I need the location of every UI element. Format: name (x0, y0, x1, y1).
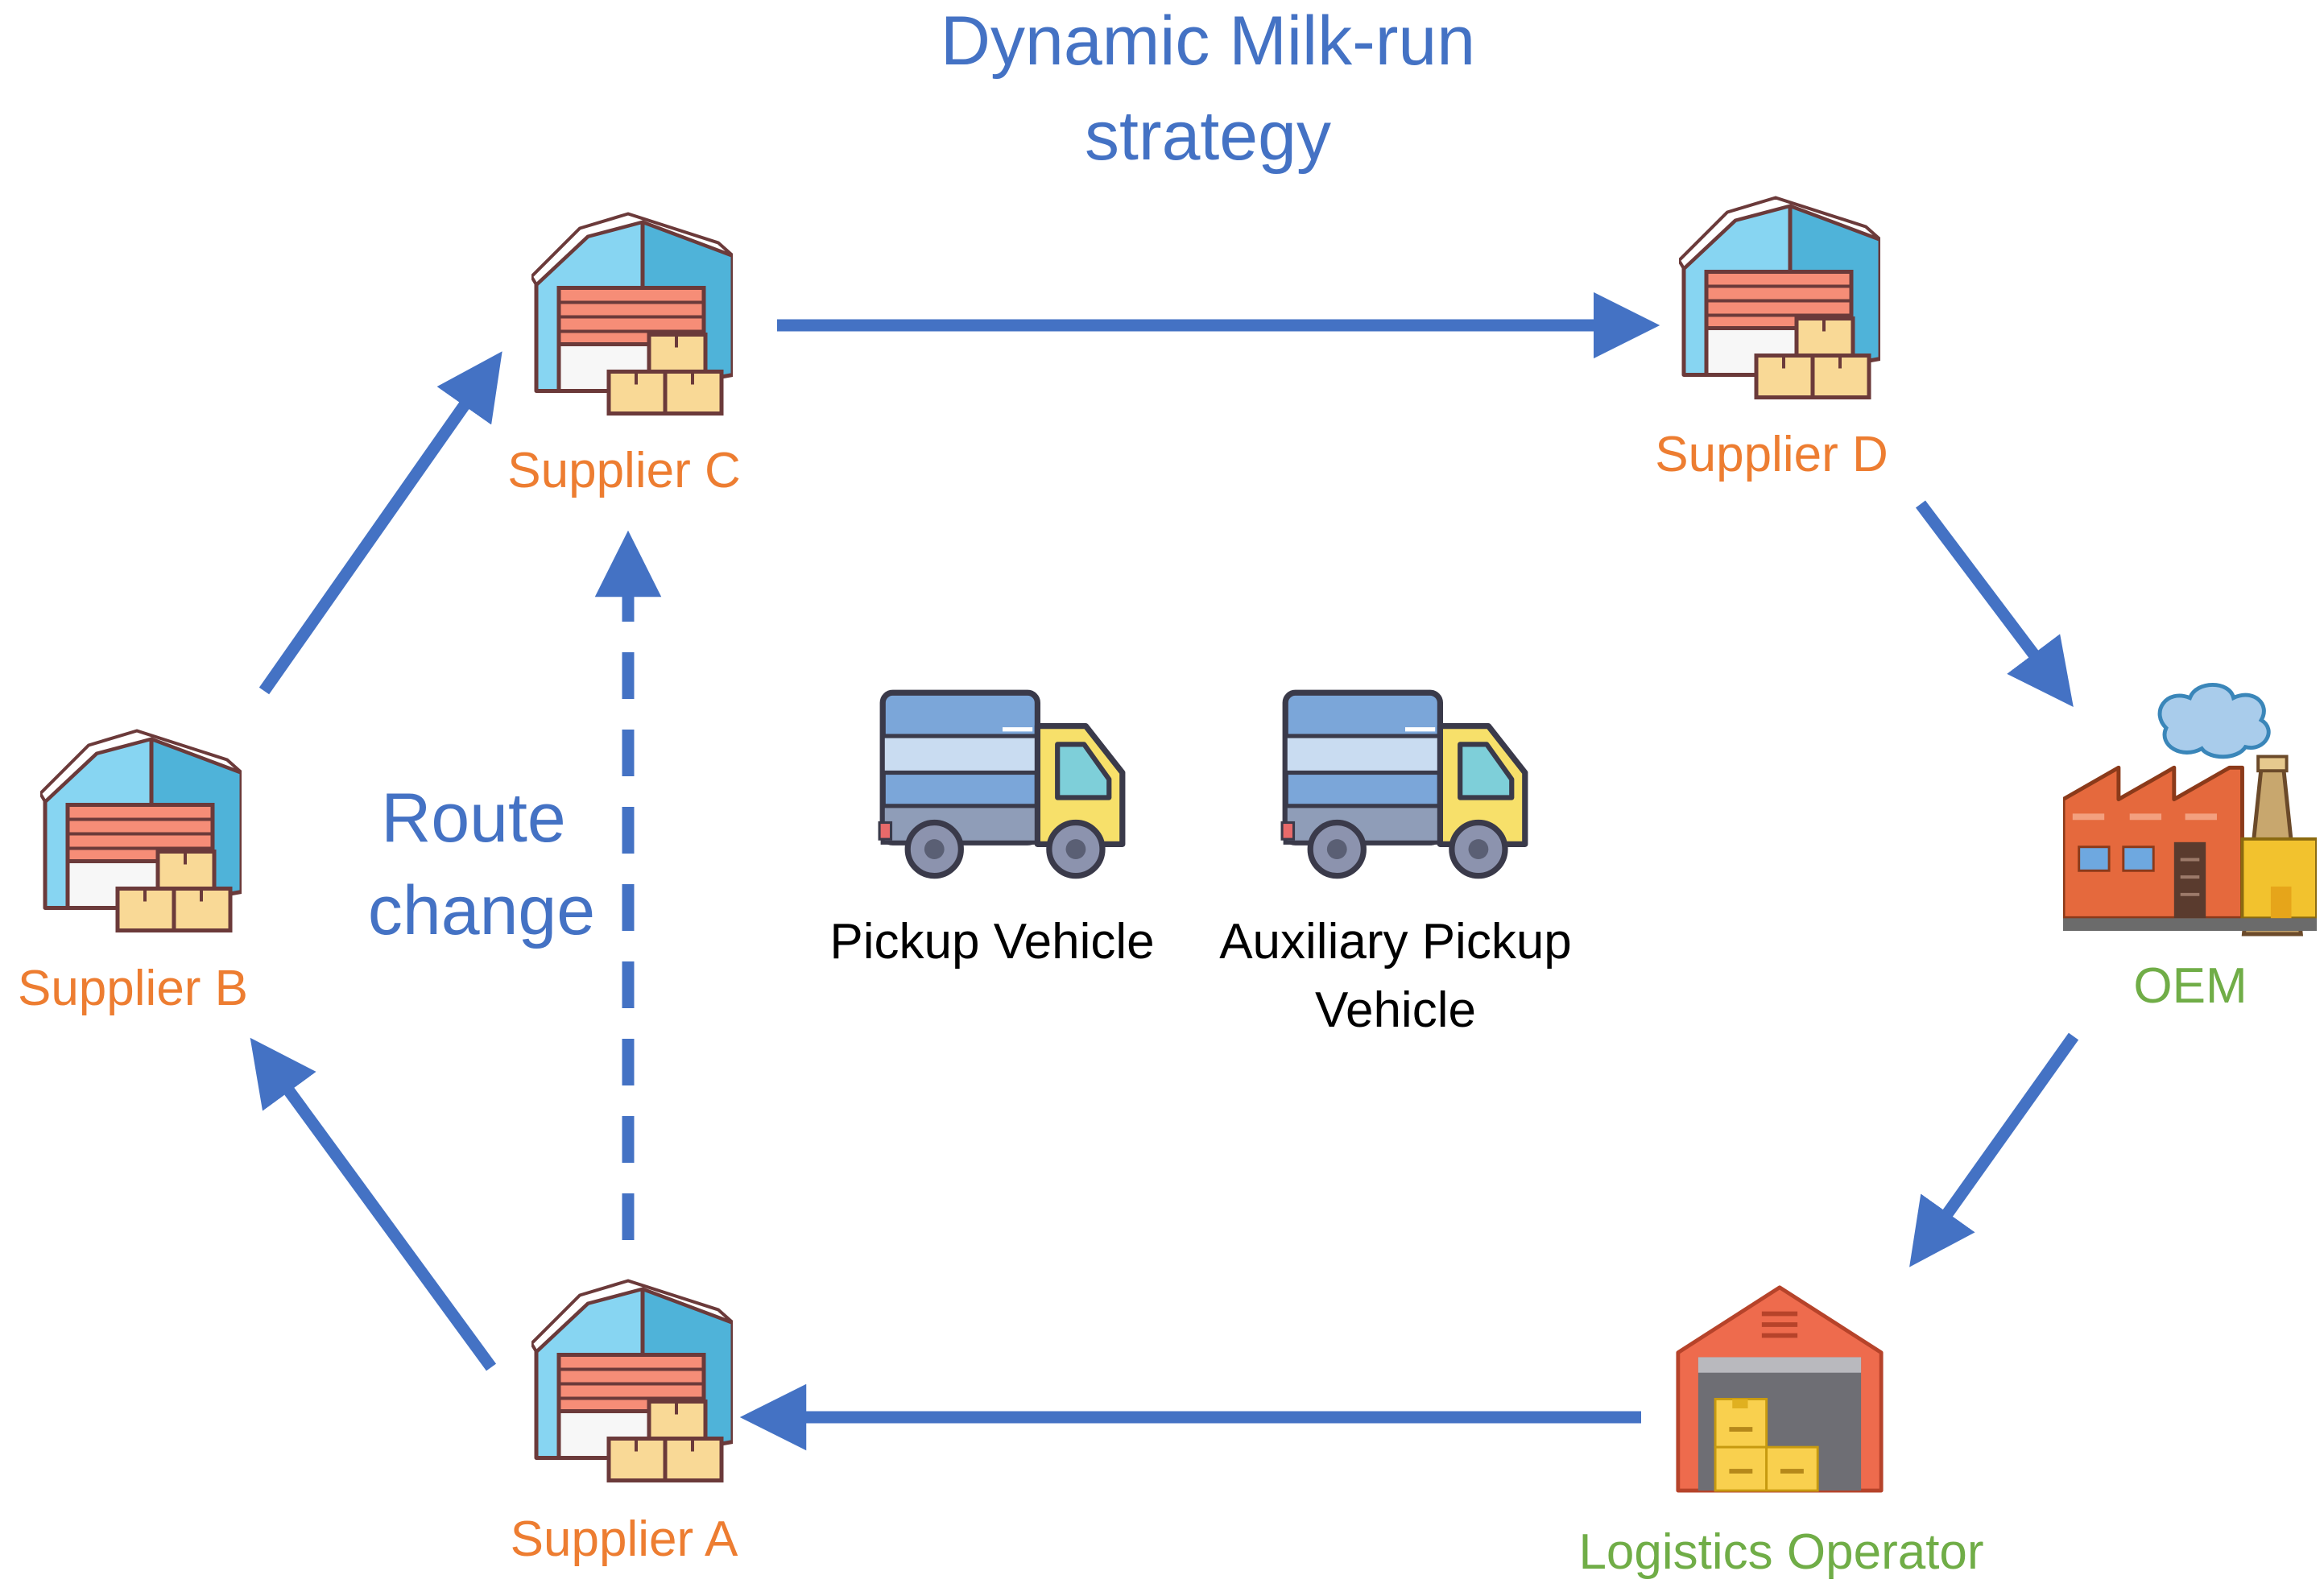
pickup-vehicle-truck-icon (879, 693, 1123, 875)
arrow-oem-to-logistics (1909, 1032, 2079, 1267)
pickup-vehicle-label: Pickup Vehicle (829, 914, 1154, 970)
auxiliary-pickup-vehicle-label-line2: Vehicle (1315, 982, 1476, 1038)
logistics-operator-label: Logistics Operator (1578, 1524, 1983, 1580)
logistics-operator-garage-icon (1678, 1288, 1881, 1491)
arrow-supplier-a-to-b (250, 1037, 497, 1371)
supplier-c-label: Supplier C (507, 443, 740, 498)
oem-label: OEM (2133, 958, 2247, 1014)
supplier-b-warehouse-icon (40, 731, 242, 931)
arrow-supplier-d-to-oem (1916, 500, 2074, 707)
diagram-title-line1: Dynamic Milk-run (941, 2, 1475, 80)
arrow-supplier-b-to-c (258, 351, 502, 695)
supplier-a-label: Supplier A (511, 1511, 738, 1567)
supplier-d-warehouse-icon (1679, 198, 1880, 398)
supplier-c-warehouse-icon (531, 214, 733, 414)
supplier-d-label: Supplier D (1655, 427, 1888, 482)
diagram-title-line2: strategy (1085, 97, 1331, 175)
route-change-label-line1: Route (381, 779, 566, 857)
route-change-label-line2: change (368, 872, 595, 949)
oem-factory-icon (2063, 684, 2317, 934)
auxiliary-pickup-vehicle-label-line1: Auxiliary Pickup (1219, 914, 1572, 970)
auxiliary-pickup-vehicle-truck-icon (1282, 693, 1525, 875)
supplier-b-label: Supplier B (18, 961, 248, 1016)
supplier-a-warehouse-icon (531, 1281, 733, 1481)
